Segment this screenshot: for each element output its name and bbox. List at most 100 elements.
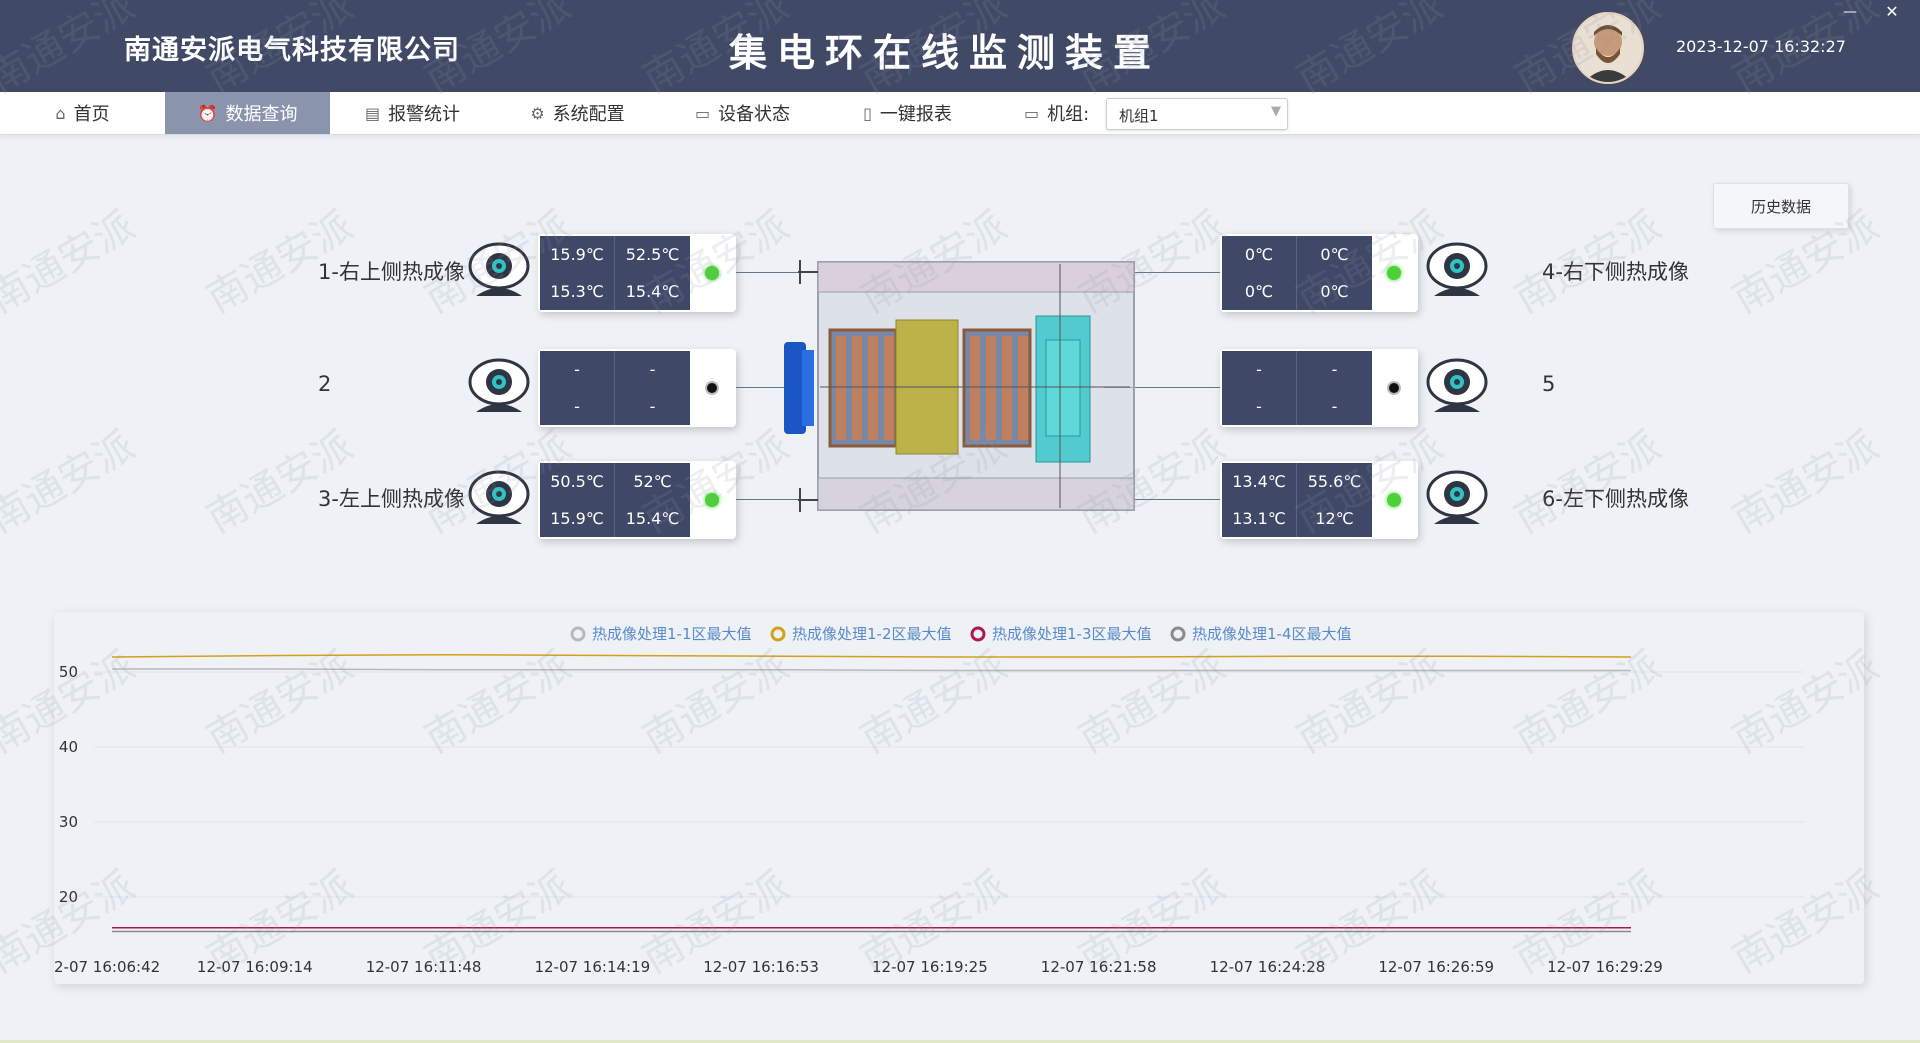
- connector-line: [1134, 272, 1220, 273]
- temp-value: -: [1331, 360, 1338, 379]
- camera-3-icon[interactable]: [468, 470, 530, 526]
- temp-value: 52.5℃: [625, 245, 680, 264]
- connector-line: [736, 499, 810, 500]
- nav-item-data-query[interactable]: ⏰数据查询: [165, 92, 330, 134]
- alarm-icon: ⏰: [197, 103, 218, 123]
- temp-value: 15.4℃: [625, 509, 680, 528]
- temp-value: -: [540, 351, 615, 388]
- app-title: 集电环在线监测装置: [728, 31, 1161, 75]
- camera-3-label: 3-左上侧热成像: [318, 487, 465, 511]
- chevron-down-icon: ▼: [1271, 104, 1281, 119]
- status-indicator-offline: [1387, 381, 1401, 395]
- x-tick-label: 12-07 16:11:48: [366, 958, 482, 976]
- temp-value: -: [649, 360, 656, 379]
- connector-line: [736, 387, 786, 388]
- temp-value: -: [540, 388, 615, 425]
- temp-value: 55.6℃: [1307, 472, 1362, 491]
- y-tick-label: 20: [59, 888, 78, 906]
- legend-label: 热成像处理1-4区最大值: [1192, 625, 1352, 643]
- temp-value: -: [1222, 388, 1297, 425]
- temp-value: 13.1℃: [1222, 500, 1297, 537]
- y-tick-label: 40: [59, 738, 78, 756]
- legend-marker-icon: [770, 626, 786, 642]
- monitor-icon: ▭: [694, 103, 711, 123]
- user-avatar-icon: [1574, 14, 1642, 82]
- watermark-text: 南通安派: [0, 422, 143, 543]
- temp-value: 15.4℃: [625, 282, 680, 301]
- watermark-text: 南通安派: [1725, 422, 1887, 543]
- camera-6-readings[interactable]: 13.4℃ 55.6℃ 13.1℃ 12℃: [1220, 461, 1418, 539]
- camera-4-label: 4-右下侧热成像: [1542, 260, 1689, 284]
- camera-5-icon[interactable]: [1426, 358, 1488, 414]
- unit-select[interactable]: 机组1 ▼: [1106, 98, 1288, 130]
- header-bar: 南通安派电气科技有限公司 集电环在线监测装置 2023-12-07 16:32:…: [0, 0, 1920, 92]
- temp-value: 50.5℃: [540, 463, 615, 500]
- status-indicator-online: [705, 493, 719, 507]
- gear-icon: ⚙: [530, 103, 545, 123]
- home-icon: ⌂: [55, 103, 66, 123]
- camera-1-label: 1-右上侧热成像: [318, 260, 465, 284]
- chart-legend[interactable]: 热成像处理1-1区最大值热成像处理1-2区最大值热成像处理1-3区最大值热成像处…: [570, 625, 1352, 643]
- chart-series: [111, 653, 1632, 933]
- x-tick-label: 12-07 16:14:19: [534, 958, 650, 976]
- connector-line: [1134, 499, 1220, 500]
- temp-value: 0℃: [1320, 245, 1349, 264]
- camera-6-icon[interactable]: [1426, 470, 1488, 526]
- y-tick-label: 50: [59, 663, 78, 681]
- camera-5-readings[interactable]: ----: [1220, 349, 1418, 427]
- nav-item-device-status[interactable]: ▭设备状态: [694, 103, 791, 126]
- camera-2-readings[interactable]: ----: [538, 349, 736, 427]
- legend-label: 热成像处理1-3区最大值: [992, 625, 1152, 643]
- close-button[interactable]: ✕: [1885, 2, 1899, 21]
- temp-value: -: [1331, 397, 1338, 416]
- slip-ring-diagram: [784, 260, 1135, 512]
- camera-2-icon[interactable]: [468, 358, 530, 414]
- x-tick-label: 12-07 16:09:14: [197, 958, 313, 976]
- history-data-button[interactable]: 历史数据: [1713, 183, 1849, 229]
- x-tick-label: 12-07 16:26:59: [1378, 958, 1494, 976]
- monitor-icon: ▭: [1024, 103, 1040, 123]
- temp-value: 0℃: [1222, 273, 1297, 310]
- unit-label: ▭机组:: [1024, 103, 1090, 126]
- status-indicator-online: [1387, 266, 1401, 280]
- status-indicator-online: [705, 266, 719, 280]
- watermark-text: 南通安派: [199, 422, 361, 543]
- temp-value: 13.4℃: [1222, 463, 1297, 500]
- x-tick-label: 12-07 16:29:29: [1547, 958, 1663, 976]
- avatar[interactable]: [1572, 12, 1644, 84]
- camera-3-readings[interactable]: 50.5℃ 52℃ 15.9℃ 15.4℃: [538, 461, 736, 539]
- legend-marker-icon: [1170, 626, 1186, 642]
- legend-marker-icon: [570, 626, 586, 642]
- x-tick-label: 12-07 16:19:25: [872, 958, 988, 976]
- watermark-text: 南通安派: [1507, 422, 1669, 543]
- nav-bar: ⌂首页 ⏰数据查询 ▤报警统计 ⚙系统配置 ▭设备状态 ▯一键报表 ▭机组: 机…: [0, 92, 1920, 135]
- x-tick-label: 12-07 16:24:28: [1210, 958, 1326, 976]
- minimize-button[interactable]: —: [1843, 4, 1857, 20]
- legend-marker-icon: [970, 626, 986, 642]
- nav-item-alarm-stats[interactable]: ▤报警统计: [364, 103, 461, 126]
- status-indicator-offline: [705, 381, 719, 395]
- temp-value: 12℃: [1315, 509, 1354, 528]
- temp-value: 15.9℃: [540, 236, 615, 273]
- company-name: 南通安派电气科技有限公司: [124, 35, 460, 66]
- series-line: [111, 653, 1632, 658]
- document-icon: ▯: [863, 103, 872, 123]
- watermark-text: 南通安派: [0, 202, 143, 323]
- connector-line: [736, 272, 810, 273]
- camera-4-icon[interactable]: [1426, 242, 1488, 298]
- temp-value: -: [1222, 351, 1297, 388]
- nav-item-system-config[interactable]: ⚙系统配置: [530, 103, 625, 126]
- camera-5-label: 5: [1542, 372, 1556, 396]
- status-indicator-online: [1387, 493, 1401, 507]
- camera-1-icon[interactable]: [468, 242, 530, 298]
- temp-value: 15.9℃: [540, 500, 615, 537]
- nav-item-report[interactable]: ▯一键报表: [863, 103, 952, 126]
- nav-item-home[interactable]: ⌂首页: [55, 103, 110, 126]
- temp-value: 52℃: [633, 472, 672, 491]
